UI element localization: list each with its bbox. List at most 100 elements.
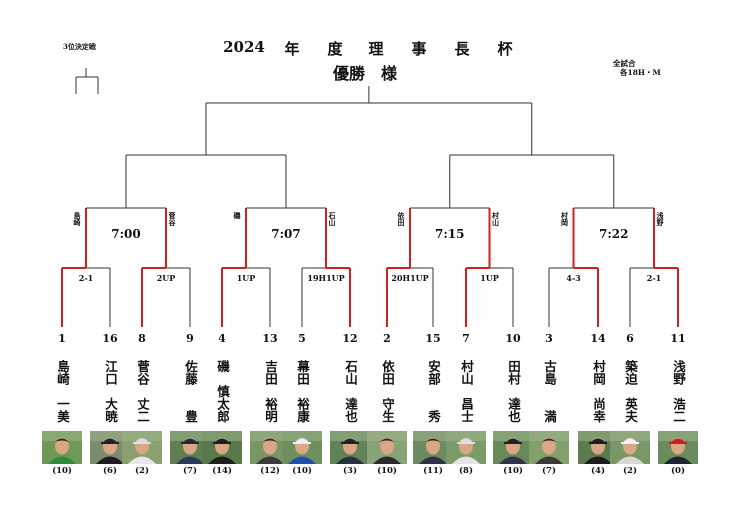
player-photo	[122, 431, 162, 464]
title-char: 年	[284, 40, 300, 58]
player-name: 安部 秀	[426, 359, 441, 423]
player-photo-image	[529, 431, 569, 464]
player-photo-image	[122, 431, 162, 464]
title-char: 杯	[497, 40, 513, 58]
player-seed: 1	[58, 332, 66, 345]
player-photo-image	[330, 431, 370, 464]
player-name: 村岡 尚幸	[591, 359, 606, 423]
player-photo	[493, 431, 533, 464]
round2-left-winner: 村岡	[560, 212, 570, 226]
rules-line-1: 全試合	[613, 59, 636, 68]
player-photo	[202, 431, 242, 464]
player-entry: 14 村岡 尚幸	[587, 332, 609, 436]
player-handicap: (10)	[503, 466, 523, 476]
player-seed: 7	[462, 332, 470, 345]
player-photo	[330, 431, 370, 464]
player-entry: 7 村山 昌士	[455, 332, 477, 436]
player-photo-image	[610, 431, 650, 464]
round2-time: 7:00	[111, 227, 141, 241]
player-photo-image	[367, 431, 407, 464]
round2-time: 7:07	[271, 227, 301, 241]
round2-right-winner: 村山	[491, 212, 501, 226]
player-photo-image	[493, 431, 533, 464]
player-entry: 11 浅野 浩二	[667, 332, 689, 436]
player-photo	[658, 431, 698, 464]
title-char: 理	[368, 40, 384, 58]
round1-score: 19H1UP	[307, 273, 345, 283]
player-handicap: (7)	[183, 466, 197, 476]
player-handicap: (8)	[459, 466, 473, 476]
round1-score: 2-1	[646, 273, 662, 283]
player-name: 吉田 裕明	[263, 359, 278, 423]
player-name: 幕田 裕康	[295, 359, 310, 423]
player-name: 古島 満	[542, 359, 557, 423]
player-handicap: (6)	[103, 466, 117, 476]
player-seed: 10	[505, 332, 521, 345]
player-photo-image	[446, 431, 486, 464]
player-seed: 11	[670, 332, 686, 345]
player-entry: 5 幕田 裕康	[291, 332, 313, 436]
player-seed: 15	[425, 332, 441, 345]
round1-score: 20H1UP	[391, 273, 429, 283]
player-photo-image	[282, 431, 322, 464]
player-name: 菅谷 丈二	[135, 359, 150, 423]
round2-time: 7:15	[435, 227, 465, 241]
player-handicap: (11)	[423, 466, 443, 476]
player-photo-image	[658, 431, 698, 464]
player-photo-image	[202, 431, 242, 464]
player-seed: 8	[138, 332, 146, 345]
round2-right-winner: 浅野	[656, 212, 665, 226]
player-seed: 2	[383, 332, 391, 345]
player-handicap: (10)	[292, 466, 312, 476]
round1-score: 2-1	[78, 273, 94, 283]
player-handicap: (3)	[343, 466, 357, 476]
player-handicap: (4)	[591, 466, 605, 476]
title-char: 度	[327, 40, 343, 58]
title-char: 長	[454, 40, 470, 58]
player-seed: 5	[298, 332, 306, 345]
player-seed: 4	[218, 332, 226, 345]
round1-score: 1UP	[236, 273, 256, 283]
player-entry: 4 磯 慎太郎	[211, 332, 233, 436]
player-seed: 14	[590, 332, 606, 345]
player-seed: 12	[342, 332, 358, 345]
player-handicap: (14)	[212, 466, 232, 476]
round2-right-winner: 石山	[328, 212, 337, 226]
player-photo	[610, 431, 650, 464]
player-photo-image	[42, 431, 82, 464]
player-handicap: (10)	[377, 466, 397, 476]
player-name: 島崎 一美	[55, 359, 70, 423]
player-seed: 13	[262, 332, 278, 345]
player-handicap: (12)	[260, 466, 280, 476]
player-entry: 2 依田 守生	[376, 332, 398, 436]
subtitle: 優勝 様	[332, 64, 397, 83]
round2-time: 7:22	[599, 227, 629, 241]
player-entry: 15 安部 秀	[422, 332, 444, 436]
player-handicap: (7)	[542, 466, 556, 476]
player-handicap: (2)	[623, 466, 637, 476]
round2-right-winner: 菅谷	[168, 212, 177, 226]
player-photo	[282, 431, 322, 464]
player-handicap: (0)	[671, 466, 685, 476]
player-entry: 1 島崎 一美	[51, 332, 73, 436]
player-seed: 6	[626, 332, 634, 345]
round2-left-winner: 依田	[397, 212, 406, 226]
player-name: 村山 昌士	[459, 359, 474, 423]
round2-left-winner: 磯	[233, 212, 242, 219]
player-name: 浅野 浩二	[671, 359, 686, 423]
player-name: 築迫 英夫	[623, 359, 638, 423]
player-photo	[42, 431, 82, 464]
player-handicap: (10)	[52, 466, 72, 476]
player-name: 依田 守生	[380, 359, 395, 423]
player-seed: 3	[545, 332, 553, 345]
player-entry: 8 菅谷 丈二	[131, 332, 153, 436]
player-seed: 9	[186, 332, 194, 345]
player-name: 磯 慎太郎	[215, 359, 230, 423]
round1-score: 2UP	[156, 273, 176, 283]
third-place-label: 3位決定戦	[63, 42, 96, 51]
